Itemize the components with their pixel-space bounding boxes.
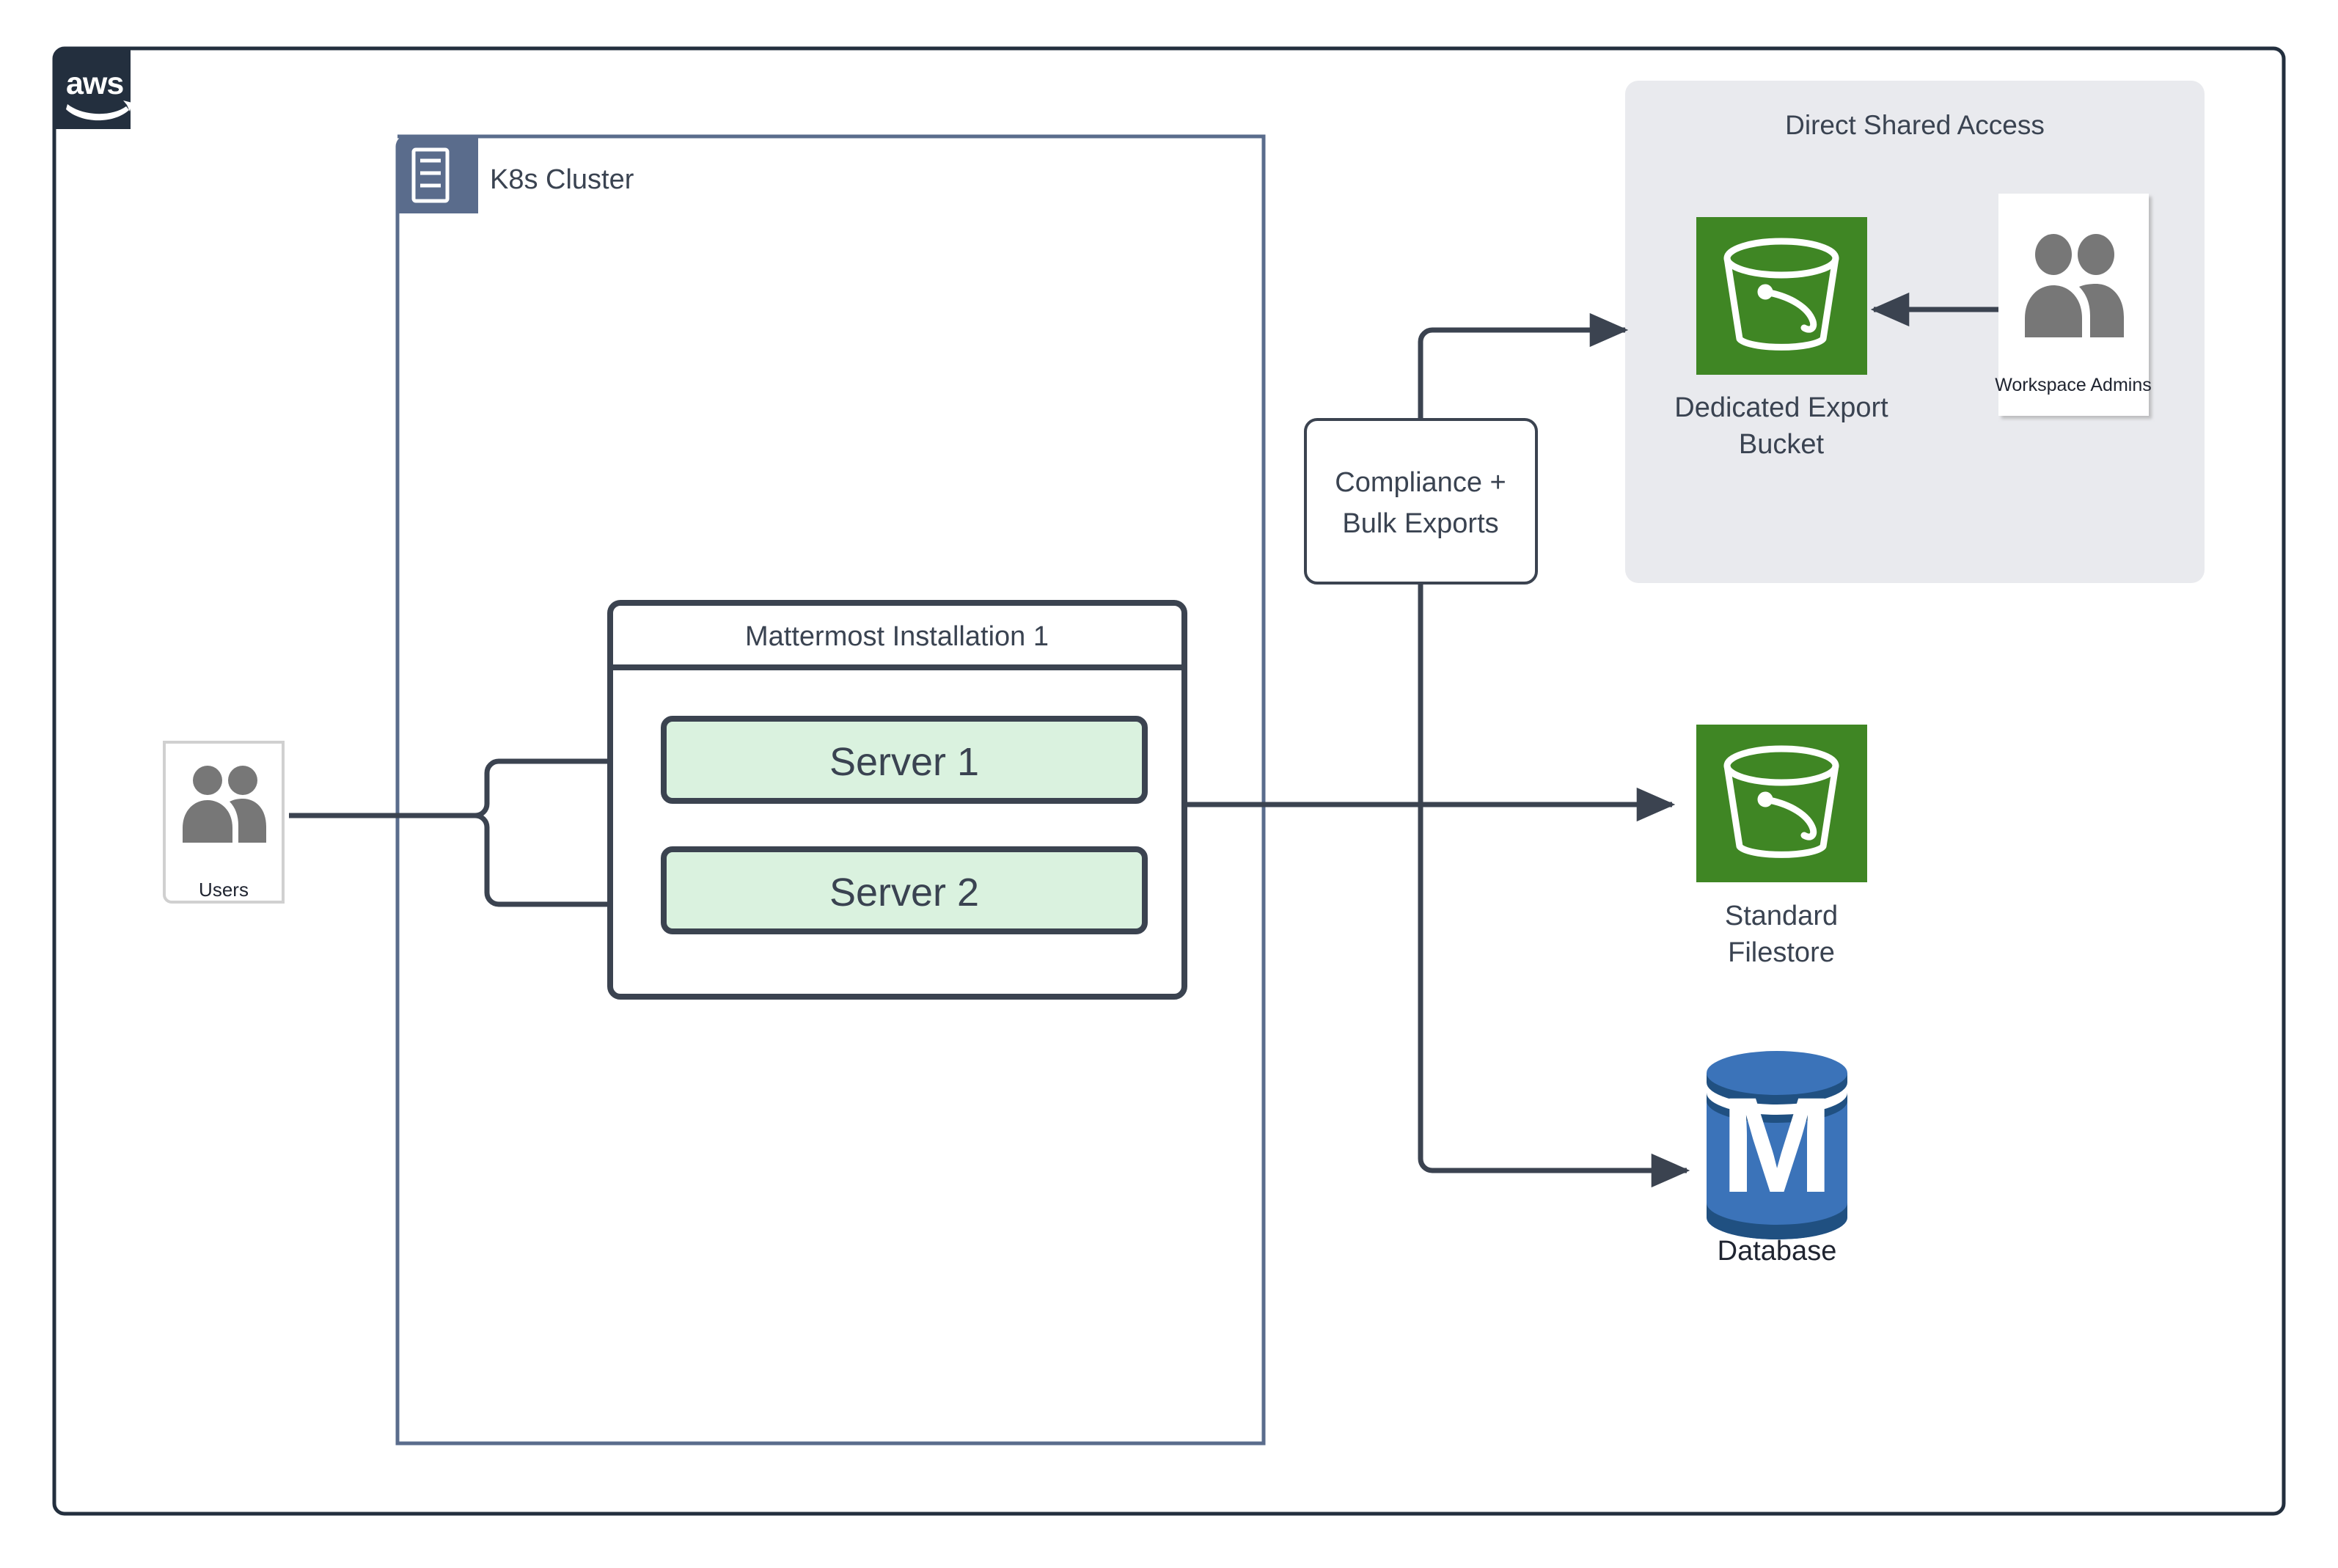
database-glyph: M: [1720, 1070, 1833, 1221]
node-users[interactable]: Users: [163, 741, 285, 904]
node-server-2[interactable]: Server 2: [661, 846, 1148, 934]
users-icon: [2025, 234, 2124, 337]
s3-bucket-icon: [1723, 745, 1839, 858]
k8s-cluster-label: K8s Cluster: [490, 164, 634, 195]
node-workspace-admins[interactable]: Workspace Admins: [1995, 194, 2152, 416]
compliance-label-line2: Bulk Exports: [1342, 508, 1498, 539]
server-rack-icon: [411, 147, 450, 203]
filestore-label-line2: Filestore: [1728, 937, 1835, 968]
export-bucket-label-line1: Dedicated Export: [1674, 392, 1888, 423]
server-1-label: Server 1: [829, 740, 979, 784]
users-label: Users: [199, 879, 249, 901]
server-2-label: Server 2: [829, 871, 979, 915]
s3-bucket-icon: [1723, 238, 1839, 351]
users-icon: [183, 766, 266, 843]
svg-text:aws: aws: [66, 66, 123, 101]
database-cylinder-icon: M: [1707, 1051, 1847, 1239]
edge-compliance-to-database: [1418, 583, 1690, 1188]
node-standard-filestore[interactable]: Standard Filestore: [1696, 725, 1867, 968]
edge-users-to-servers: [289, 744, 656, 922]
filestore-label-line1: Standard: [1725, 901, 1838, 931]
compliance-label-line1: Compliance +: [1335, 467, 1506, 498]
workspace-admins-label: Workspace Admins: [1995, 375, 2152, 395]
node-mattermost-installation[interactable]: Mattermost Installation 1 Server 1 Serve…: [607, 600, 1187, 1000]
export-bucket-label-line2: Bucket: [1739, 429, 1825, 460]
node-database[interactable]: M Database: [1707, 1051, 1847, 1267]
installation-title: Mattermost Installation 1: [745, 621, 1049, 652]
compliance-box: [1304, 418, 1538, 585]
server-2-box: [661, 846, 1148, 934]
direct-shared-access-label: Direct Shared Access: [1785, 110, 2045, 140]
node-compliance-bulk-exports[interactable]: Compliance + Bulk Exports: [1304, 418, 1538, 585]
node-server-1[interactable]: Server 1: [661, 716, 1148, 804]
node-dedicated-export-bucket[interactable]: Dedicated Export Bucket: [1674, 217, 1888, 460]
database-label: Database: [1718, 1236, 1837, 1267]
edge-compliance-to-export-bucket: [1418, 312, 1629, 420]
aws-logo-badge: aws: [54, 48, 132, 129]
server-1-box: [661, 716, 1148, 804]
